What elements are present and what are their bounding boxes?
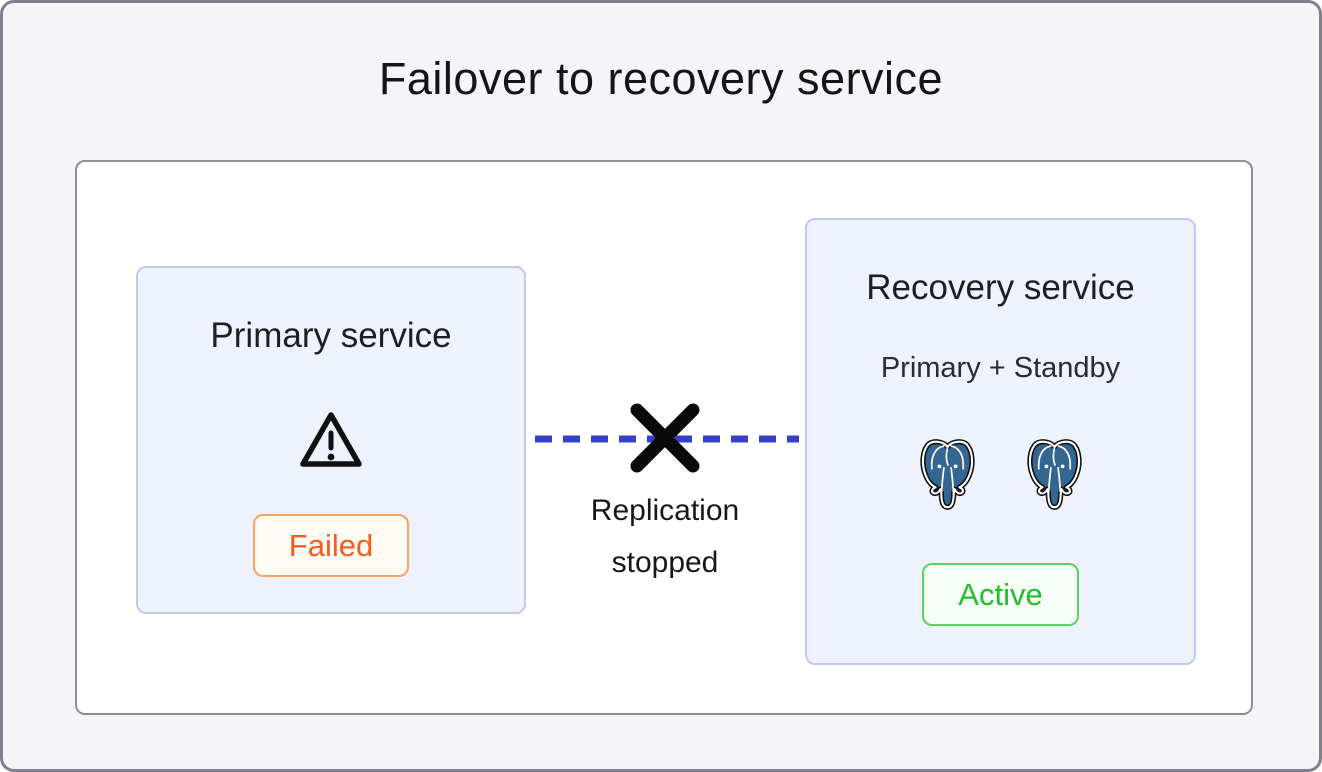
- diagram-panel: Primary service Failed Recovery service …: [75, 160, 1253, 715]
- primary-service-title: Primary service: [210, 316, 452, 355]
- postgresql-elephant-icon: [1026, 439, 1082, 510]
- broken-link-x-icon: [630, 403, 700, 473]
- primary-status-badge: Failed: [252, 514, 410, 577]
- replication-dashed-line: [535, 435, 799, 443]
- recovery-service-subtitle: Primary + Standby: [880, 352, 1121, 384]
- replication-status-line2: stopped: [611, 546, 719, 579]
- replication-status-label: Replication stopped: [515, 485, 815, 589]
- recovery-service-title: Recovery service: [866, 268, 1135, 307]
- recovery-status-badge: Active: [922, 563, 1079, 626]
- postgres-icons-row: [807, 437, 1194, 510]
- replication-status-line1: Replication: [590, 494, 740, 527]
- diagram-title: Failover to recovery service: [378, 53, 944, 104]
- warning-triangle-icon: [300, 412, 362, 467]
- postgresql-elephant-icon: [919, 439, 975, 510]
- recovery-service-box: Recovery service Primary + Standby: [805, 218, 1196, 665]
- primary-service-box: Primary service Failed: [136, 266, 526, 614]
